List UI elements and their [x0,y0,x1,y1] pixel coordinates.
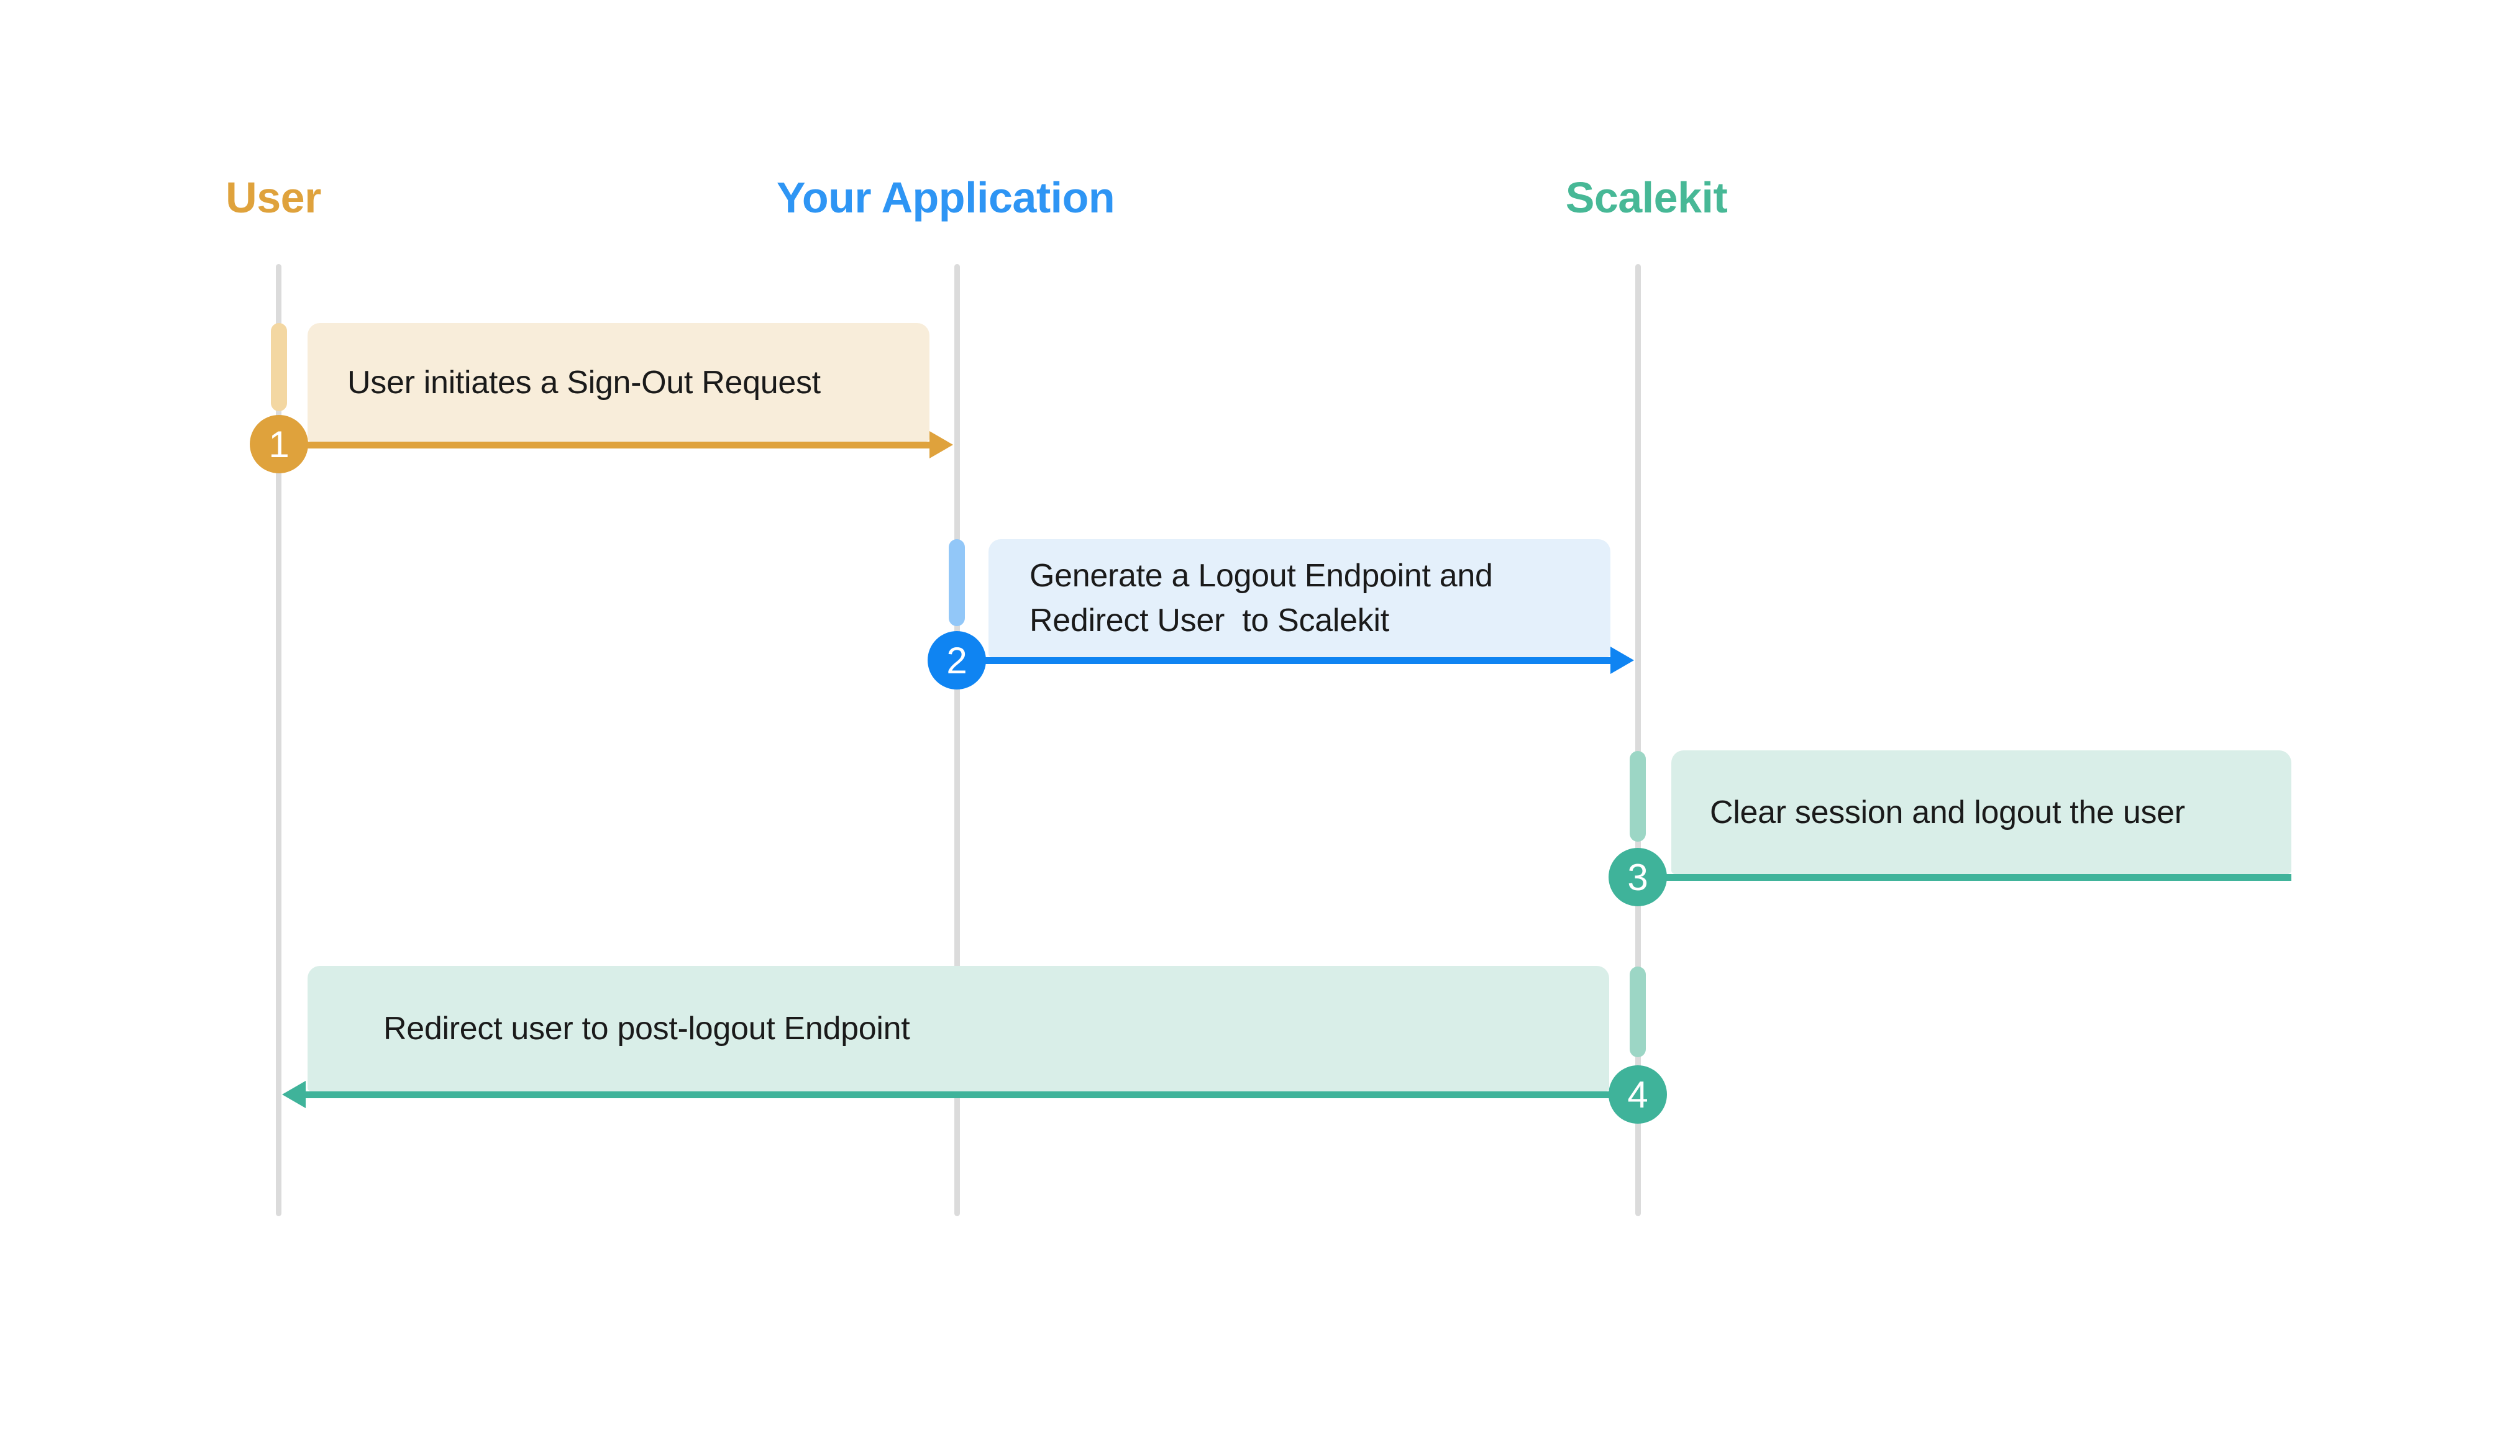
step-4-message-box: Redirect user to post-logout Endpoint [308,966,1609,1091]
step-4-arrow-line [306,1091,1638,1098]
step-3-message-box: Clear session and logout the user [1671,750,2291,874]
step-3-number: 3 [1627,856,1648,898]
step-2-number: 2 [946,639,967,681]
step-1-arrow-line [279,442,929,448]
actor-label-user: User [226,173,321,222]
step-1-message-text: User initiates a Sign-Out Request [347,364,821,401]
lifeline-scalekit [1635,264,1641,1216]
step-1-number: 1 [268,423,290,465]
lifeline-your-application [954,264,960,1216]
step-3-activation-bar [1630,751,1646,842]
step-2-message-box: Generate a Logout Endpoint and Redirect … [988,539,1610,657]
step-1-activation-bar [271,323,287,411]
step-1-message-box: User initiates a Sign-Out Request [308,323,929,442]
step-4-message-text: Redirect user to post-logout Endpoint [383,1011,910,1047]
step-3-underline [1638,874,2291,881]
step-2-arrow-line [957,657,1610,664]
step-2-arrowhead-right-icon [1610,647,1634,674]
step-4-number: 4 [1627,1073,1648,1116]
actor-label-your-application: Your Application [776,173,1115,222]
step-3-number-badge: 3 [1609,848,1667,906]
lifeline-user [276,264,281,1216]
step-3-message-text: Clear session and logout the user [1710,794,2185,830]
step-4-arrowhead-left-icon [282,1081,306,1108]
step-1-arrowhead-right-icon [929,431,953,458]
step-2-activation-bar [949,539,965,626]
step-4-number-badge: 4 [1609,1065,1667,1124]
step-2-number-badge: 2 [928,631,986,689]
step-4-activation-bar [1630,967,1646,1057]
step-1-number-badge: 1 [250,415,308,473]
actor-label-scalekit: Scalekit [1565,173,1728,222]
step-2-message-text-line-1: Generate a Logout Endpoint and [1029,558,1493,594]
step-2-message-text-line-2: Redirect User to Scalekit [1029,603,1389,639]
